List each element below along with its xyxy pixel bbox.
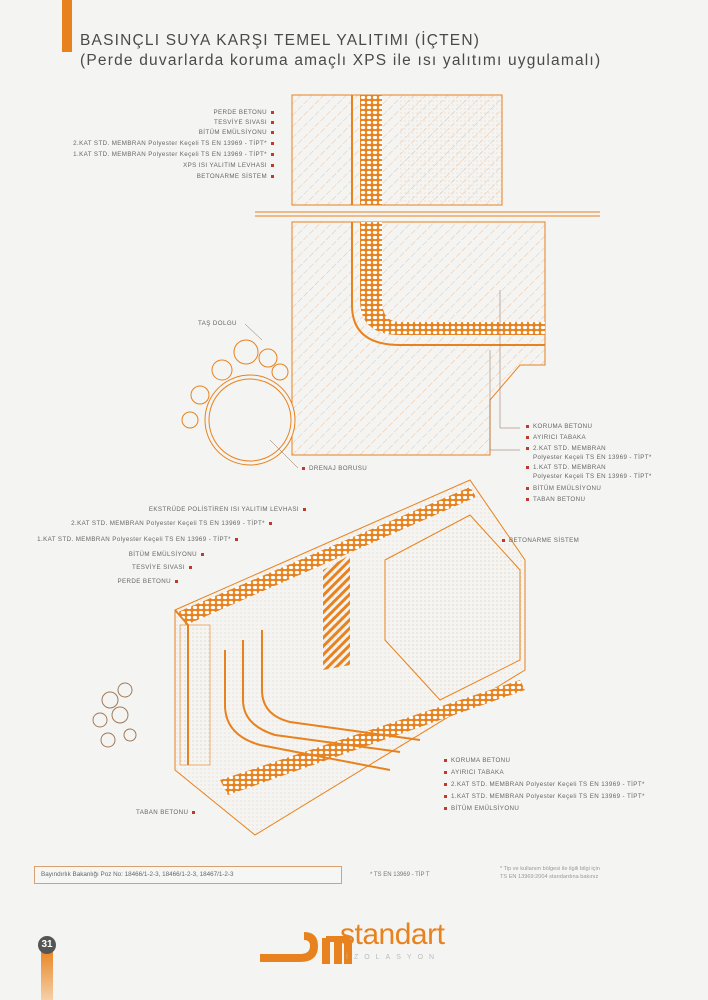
iso-label: 1.KAT STD. MEMBRAN Polyester Keçeli TS E… — [37, 536, 242, 543]
brand-logo-icon — [260, 932, 352, 964]
technical-drawing — [92, 94, 600, 836]
label-membran-1: 1.KAT STD. MEMBRAN Polyester Keçeli TS E… — [73, 151, 278, 158]
page-number: 31 — [38, 936, 56, 954]
iso-floor-label: AYIRICI TABAKA — [440, 769, 504, 776]
standard-note: * TS EN 13969 - TİP T — [370, 872, 430, 878]
floor-label: KORUMA BETONU — [522, 423, 592, 430]
iso-label: 2.KAT STD. MEMBRAN Polyester Keçeli TS E… — [71, 520, 276, 527]
iso-label: TESVİYE SIVASI — [132, 564, 196, 571]
iso-label: EKSTRÜDE POLİSTİREN ISI YALITIM LEVHASI — [149, 506, 310, 513]
iso-label: PERDE BETONU — [117, 578, 182, 585]
floor-label: 2.KAT STD. MEMBRAN — [522, 445, 606, 452]
label-tesviye-sivasi: TESVİYE SIVASI — [214, 119, 278, 126]
page-subtitle: (Perde duvarlarda koruma amaçlı XPS ile … — [80, 52, 602, 69]
accent-bar — [62, 0, 72, 52]
floor-label: AYIRICI TABAKA — [522, 434, 586, 441]
floor-label: BİTÜM EMÜLSİYONU — [522, 485, 601, 492]
label-betonarme: BETONARME SİSTEM — [197, 173, 278, 180]
iso-floor-label: 1.KAT STD. MEMBRAN Polyester Keçeli TS E… — [440, 793, 645, 800]
floor-label: TABAN BETONU — [522, 496, 585, 503]
drainage-pipe — [181, 339, 296, 466]
label-drenaj: DRENAJ BORUSU — [298, 465, 367, 472]
iso-floor-label: 2.KAT STD. MEMBRAN Polyester Keçeli TS E… — [440, 781, 645, 788]
reference-box: Bayındırlık Bakanlığı Poz No: 18466/1-2-… — [34, 866, 342, 884]
label-bitum-emulsiyonu: BİTÜM EMÜLSİYONU — [199, 129, 278, 136]
brand-subtitle: İZOLASYON — [346, 954, 441, 961]
iso-floor-label: KORUMA BETONU — [440, 757, 510, 764]
label-xps: XPS ISI YALITIM LEVHASI — [183, 162, 278, 169]
page-title: BASINÇLI SUYA KARŞI TEMEL YALITIMI (İÇTE… — [80, 32, 481, 49]
label-membran-2: 2.KAT STD. MEMBRAN Polyester Keçeli TS E… — [73, 140, 278, 147]
brand-name: standart — [340, 918, 445, 951]
iso-label: BİTÜM EMÜLSİYONU — [129, 551, 208, 558]
section-wall-upper — [255, 94, 600, 217]
floor-label: Polyester Keçeli TS EN 13969 - TİPT* — [533, 454, 652, 461]
section-wall-lower — [291, 221, 546, 456]
label-tas-dolgu: TAŞ DOLGU — [198, 320, 237, 327]
isometric-foundation — [92, 479, 526, 836]
page-accent-bar — [41, 948, 53, 1000]
label-betonarme-iso: BETONARME SİSTEM — [498, 537, 579, 544]
floor-label: Polyester Keçeli TS EN 13969 - TİPT* — [533, 473, 652, 480]
label-perde-betonu: PERDE BETONU — [213, 109, 278, 116]
footnote: * Tip ve kullanım bölgesi ile ilgili bil… — [500, 866, 600, 880]
iso-floor-label: BİTÜM EMÜLSİYONU — [440, 805, 519, 812]
label-taban-betonu: TABAN BETONU — [136, 809, 199, 816]
floor-label: 1.KAT STD. MEMBRAN — [522, 464, 606, 471]
